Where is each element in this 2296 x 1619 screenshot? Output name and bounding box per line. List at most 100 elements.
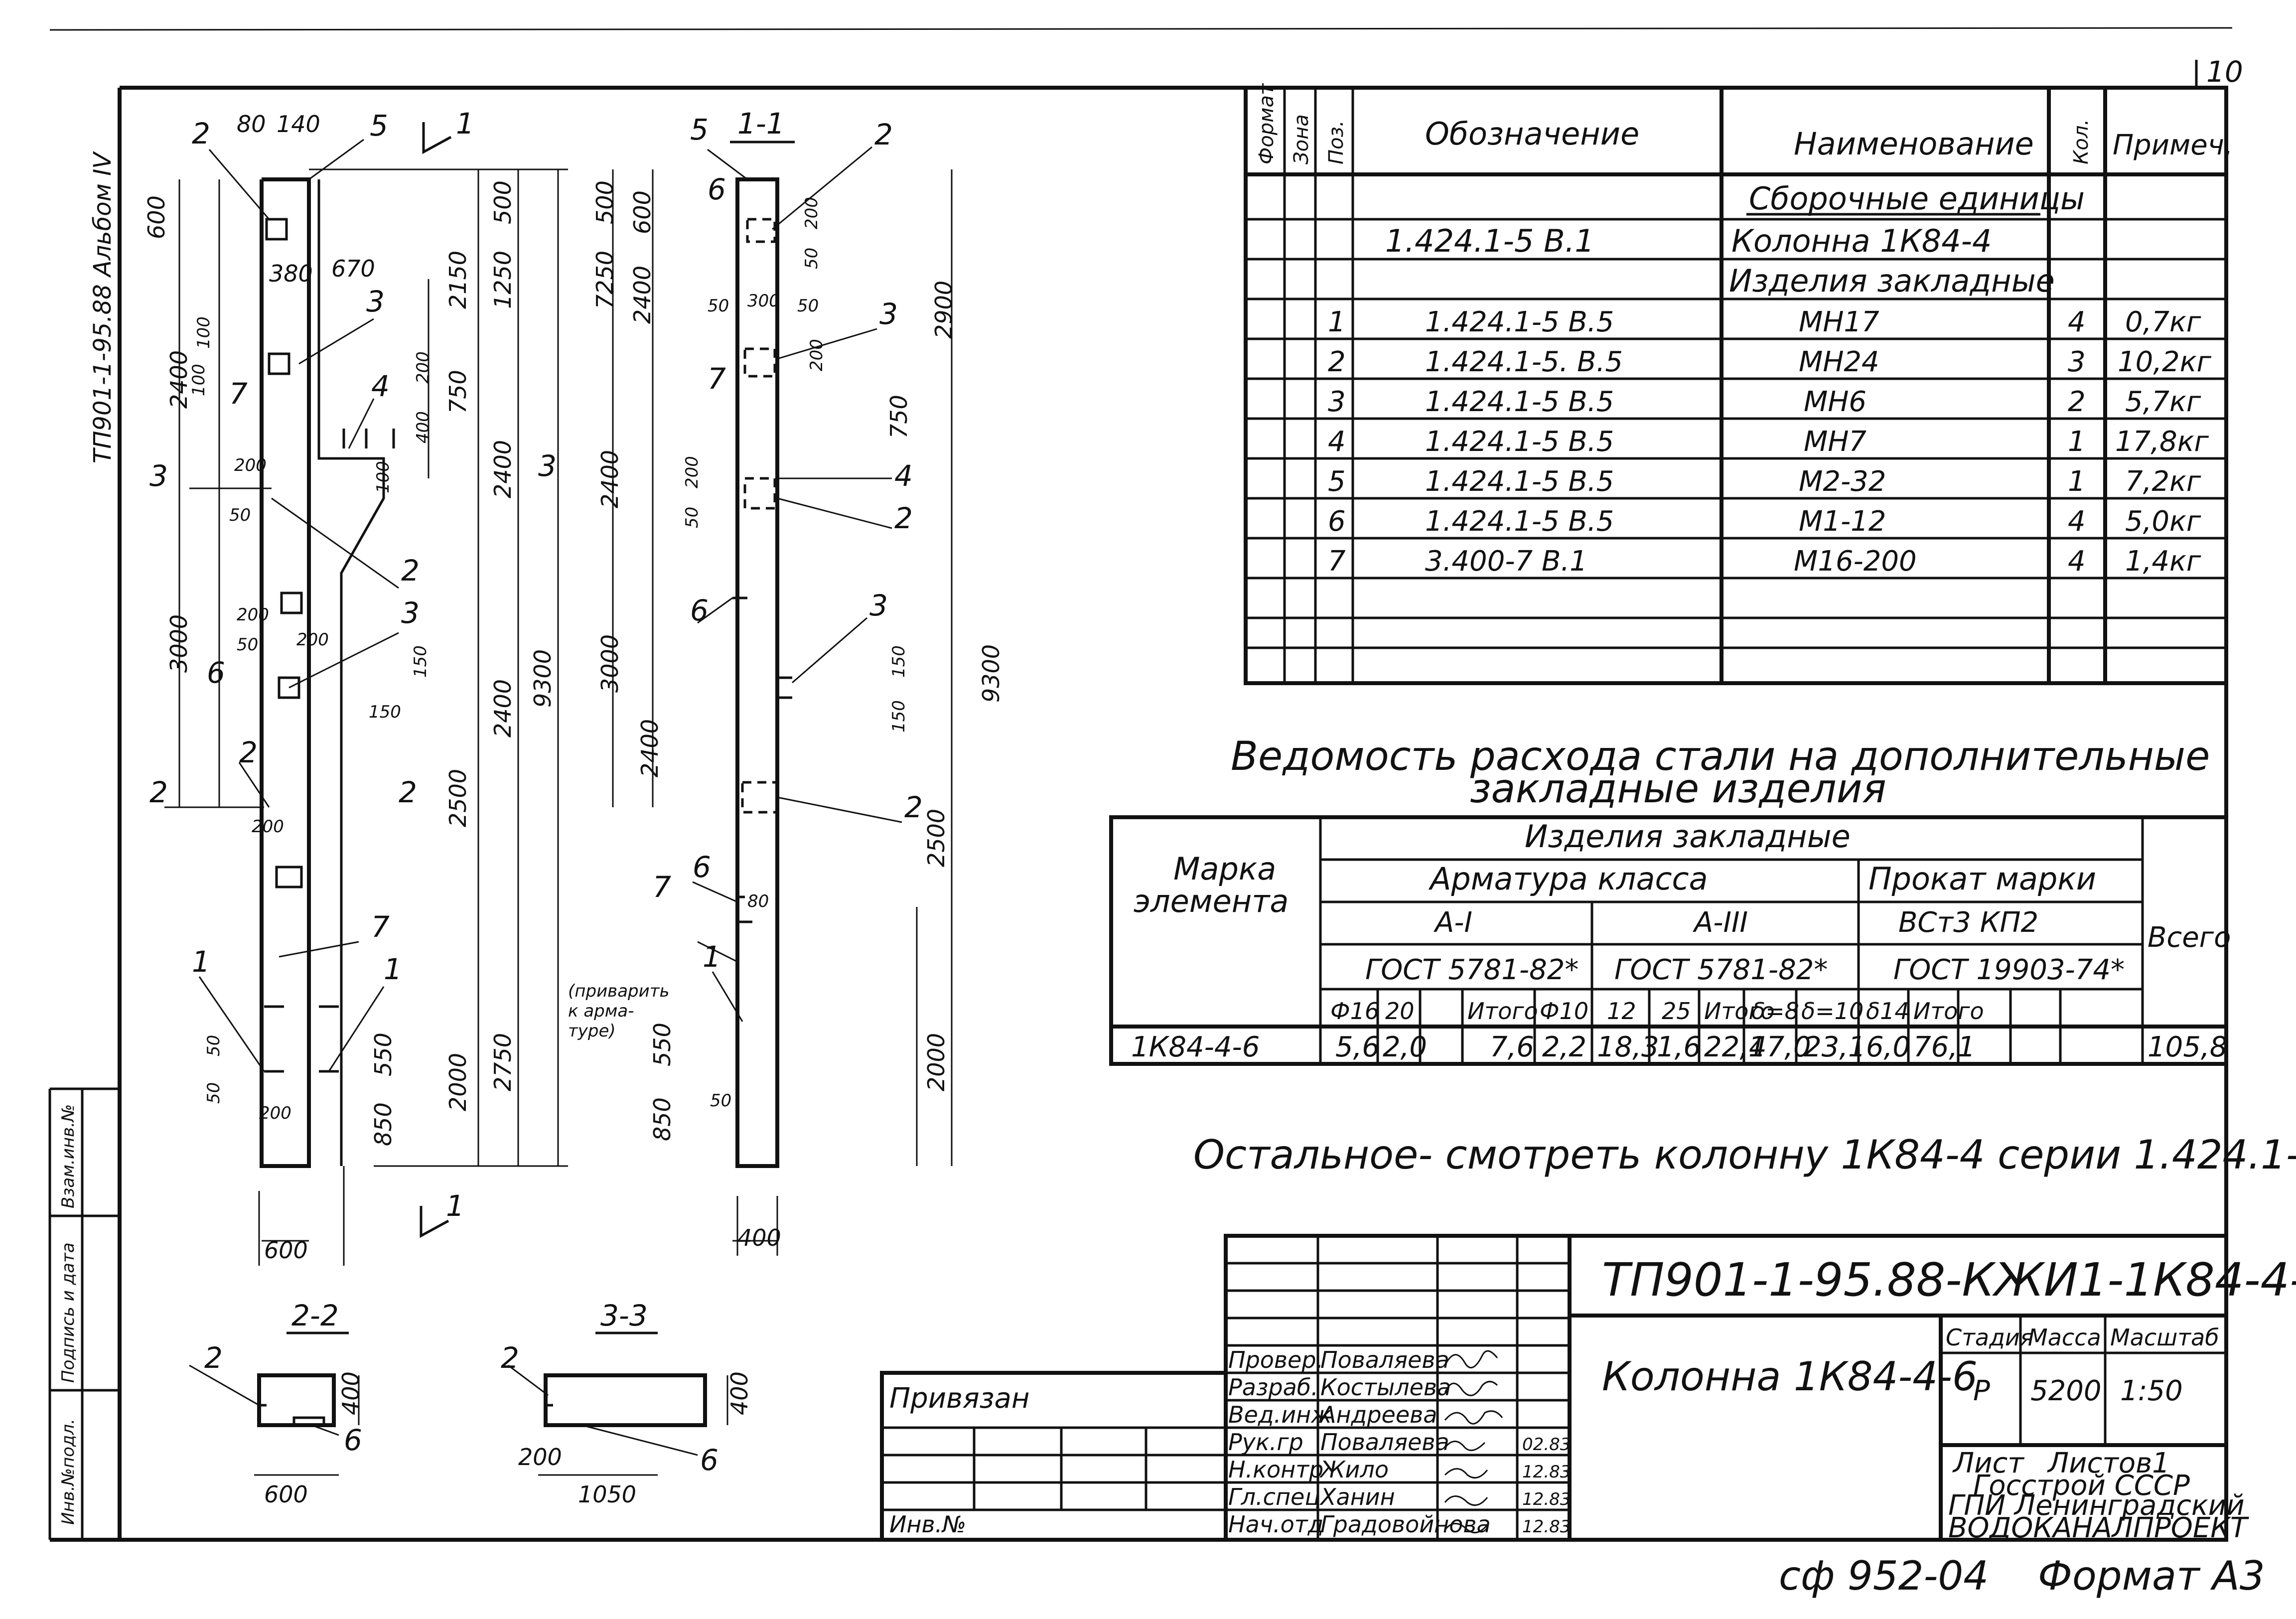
bound-label: Привязан bbox=[889, 1382, 1029, 1415]
embed-2-low bbox=[275, 866, 303, 888]
s11-dim-50-a: 50 bbox=[802, 248, 822, 269]
spec-cell-designation: 1.424.1-5 В.5 bbox=[1425, 426, 1614, 458]
stage-value: Р bbox=[1973, 1375, 1990, 1407]
elev-pos-3: 3 bbox=[366, 285, 385, 318]
steel-cell: 5,6 bbox=[1335, 1031, 1380, 1063]
s11-dim-550: 550 bbox=[649, 1023, 676, 1066]
spec-section-embedded: Изделия закладные bbox=[1729, 263, 2055, 299]
elev-dim-50-c: 50 bbox=[204, 1035, 224, 1056]
roles-list: Провер. Поваляева Разраб. Костылева Вед.… bbox=[1228, 1346, 1571, 1538]
steel-subheader: Ф16 bbox=[1330, 998, 1379, 1025]
elev-pos-7-low: 7 bbox=[371, 910, 390, 944]
steel-cell: 18,3 bbox=[1597, 1031, 1659, 1063]
elev-dim-100-b: 100 bbox=[189, 364, 209, 396]
s11-dim-50-c: 50 bbox=[797, 296, 819, 316]
steel-subheader: Итого bbox=[1467, 998, 1538, 1025]
steel-class-a1: А-I bbox=[1434, 906, 1472, 939]
section-3-3-label: 3-3 bbox=[600, 1299, 648, 1332]
steel-row-total: 105,8 bbox=[2148, 1031, 2227, 1063]
role-name: Поваляева bbox=[1320, 1429, 1449, 1456]
elev-pos-2-low: 2 bbox=[239, 736, 258, 769]
spec-cell-qty: 1 bbox=[2068, 465, 2086, 498]
s11-dim-7250: 7250 bbox=[591, 251, 618, 309]
role-label: Нач.отд bbox=[1228, 1511, 1323, 1538]
s11-pos-6-top: 6 bbox=[708, 172, 726, 206]
role-label: Вед.инж bbox=[1228, 1401, 1332, 1428]
elev-dim-2000: 2000 bbox=[444, 1053, 471, 1111]
s11-dim-2900: 2900 bbox=[930, 281, 957, 339]
elev-dim-100-a: 100 bbox=[194, 316, 214, 349]
s33-dim-400: 400 bbox=[726, 1371, 753, 1415]
spec-header-format: Формат bbox=[1255, 83, 1278, 164]
s11-dim-500: 500 bbox=[591, 180, 618, 224]
steel-rolled-mark: Прокат марки bbox=[1868, 861, 2096, 897]
elev-dim-140: 140 bbox=[277, 111, 320, 138]
left-strip: Инв.№подл. Подпись и дата Взам.инв.№ bbox=[48, 1087, 120, 1540]
role-label: Разраб. bbox=[1228, 1374, 1318, 1401]
spec-cell-qty: 3 bbox=[2068, 346, 2086, 378]
s11-dim-80: 80 bbox=[747, 891, 769, 911]
role-name: Костылева bbox=[1320, 1374, 1451, 1401]
sheet-label: Лист bbox=[1952, 1447, 2024, 1479]
steel-subheader: δ=8 bbox=[1751, 998, 1799, 1025]
role-name: Ханин bbox=[1319, 1483, 1395, 1510]
s33-pos-2: 2 bbox=[501, 1341, 519, 1375]
elev-pos-4: 4 bbox=[371, 369, 390, 403]
s11-dim-2400-c: 2400 bbox=[636, 719, 663, 777]
steel-cell: 2,2 bbox=[1542, 1031, 1586, 1063]
spec-cell-name: М16-200 bbox=[1794, 545, 1917, 578]
steel-title-line1: Ведомость расхода стали на дополнительны… bbox=[1231, 733, 2210, 779]
steel-subheader: δ14 bbox=[1866, 998, 1909, 1025]
steel-subheader: Ф10 bbox=[1540, 998, 1588, 1025]
s11-dim-50-b: 50 bbox=[708, 296, 729, 316]
steel-gost-a1: ГОСТ 5781-82* bbox=[1365, 954, 1578, 986]
elev-dim-200-b: 200 bbox=[234, 455, 267, 475]
elev-dim-50-a: 50 bbox=[229, 505, 251, 525]
section-2-2: 2-2 2 6 400 600 bbox=[189, 1299, 364, 1508]
scale-value: 1:50 bbox=[2120, 1375, 2183, 1407]
elev-cut-1-top: 1 bbox=[456, 107, 474, 141]
role-label: Провер. bbox=[1228, 1346, 1323, 1373]
elevation-leaders bbox=[189, 139, 399, 1072]
steel-cell: 6,0 bbox=[1866, 1031, 1910, 1063]
elev-dim-200-a: 200 bbox=[413, 351, 433, 384]
role-name: Андреева bbox=[1319, 1401, 1437, 1428]
strip-label-replace: Взам.инв.№ bbox=[58, 1104, 78, 1208]
sheets-label: Листов1 bbox=[2047, 1447, 2170, 1479]
s22-dim-400: 400 bbox=[337, 1371, 364, 1415]
role-label: Гл.спец bbox=[1228, 1483, 1320, 1510]
s11-pos-2-top: 2 bbox=[874, 118, 893, 151]
spec-header-qty: Кол. bbox=[2070, 119, 2093, 164]
elev-dim-100-c: 100 bbox=[373, 461, 393, 493]
elev-pos-2-top: 2 bbox=[192, 117, 210, 150]
elev-dim-1250: 1250 bbox=[489, 251, 516, 309]
elev-dim-200-e: 200 bbox=[252, 817, 284, 837]
spec-header-name: Наименование bbox=[1794, 126, 2034, 162]
s11-dim-200: 200 bbox=[802, 197, 822, 229]
spec-row: 5 1.424.1-5 В.5 М2-32 1 7,2кг bbox=[1328, 465, 2201, 498]
org-line2: ГПИ Ленинградский bbox=[1948, 1489, 2245, 1522]
steel-gost-rolled: ГОСТ 19903-74* bbox=[1893, 954, 2125, 986]
spec-cell-designation: 1.424.1-5 В.5 bbox=[1425, 465, 1614, 498]
steel-group-title: Изделия закладные bbox=[1525, 818, 1851, 855]
elev-pos-1-left: 1 bbox=[192, 945, 210, 979]
elev-dim-550: 550 bbox=[370, 1032, 397, 1076]
section-1-1-label: 1-1 bbox=[737, 107, 785, 141]
spec-cell-pos: 6 bbox=[1328, 505, 1346, 538]
steel-col-mark-1: Марка bbox=[1173, 851, 1276, 887]
role-date: 12.83 bbox=[1522, 1517, 1571, 1537]
elev-dim-500: 500 bbox=[489, 180, 516, 224]
scale-label: Масштаб bbox=[2110, 1324, 2219, 1351]
elev-dim-2400-c: 2400 bbox=[489, 679, 516, 737]
s11-dim-850: 850 bbox=[649, 1097, 676, 1141]
s11-dim-150-a: 150 bbox=[889, 645, 909, 678]
spec-cell-note: 1,4кг bbox=[2125, 545, 2201, 578]
role-date: 02.83 bbox=[1522, 1435, 1571, 1455]
s33-dim-1050: 1050 bbox=[578, 1481, 636, 1508]
elev-pos-2-mid: 2 bbox=[401, 554, 420, 588]
embed-2-mid bbox=[280, 591, 303, 614]
elev-pos-7: 7 bbox=[229, 377, 248, 411]
elev-dim-400: 400 bbox=[413, 411, 433, 443]
spec-cell-name: МН24 bbox=[1799, 346, 1879, 378]
